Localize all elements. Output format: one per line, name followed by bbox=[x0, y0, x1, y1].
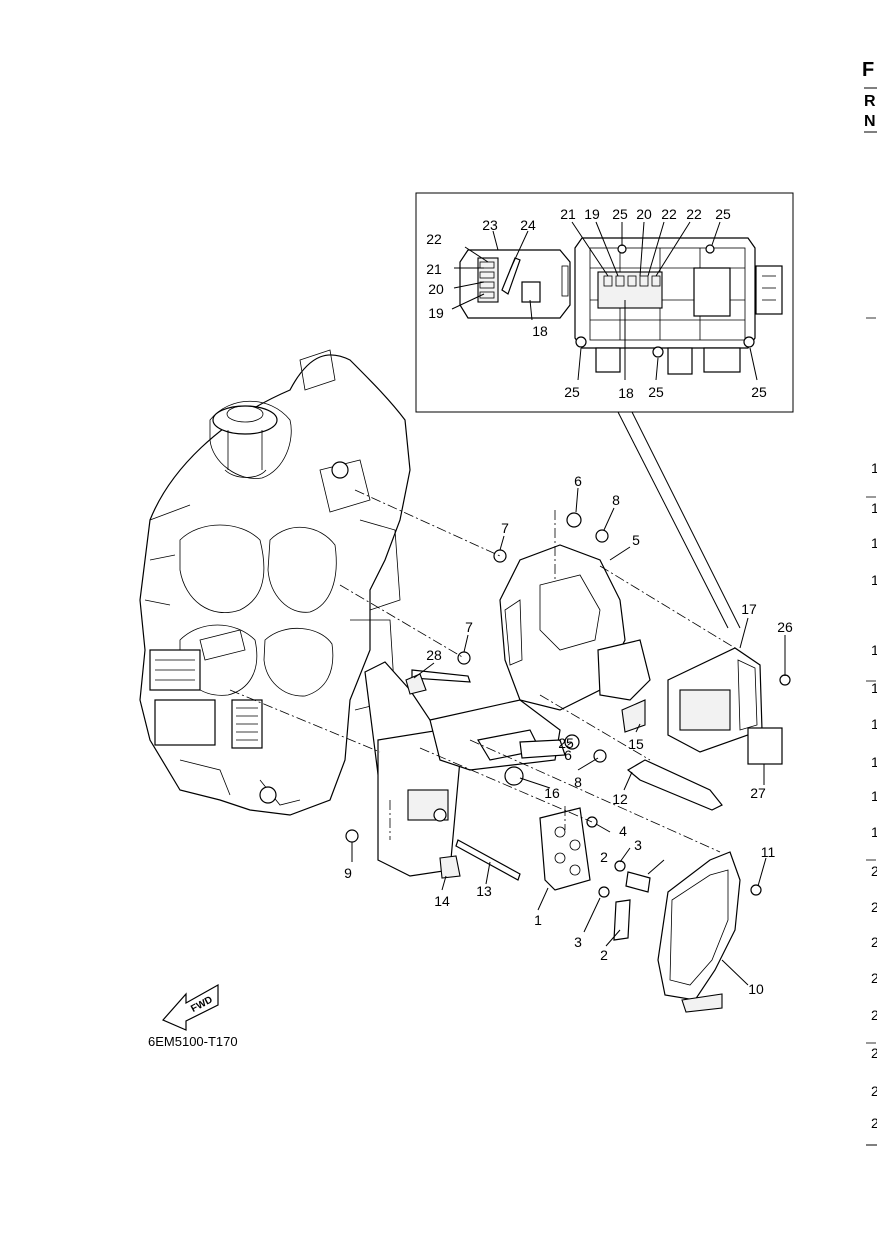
ecu-unit-detail bbox=[574, 237, 783, 375]
main-leader-lines bbox=[351, 487, 786, 986]
margin-number: 1 bbox=[871, 680, 877, 696]
inset-detail-box bbox=[415, 192, 794, 629]
part-callout-2: 2 bbox=[600, 947, 608, 963]
part-callout-25: 25 bbox=[715, 206, 731, 222]
diagram-code: 6EM5100-T170 bbox=[148, 1034, 238, 1049]
part-callout-6: 6 bbox=[574, 473, 582, 489]
alignment-lines bbox=[229, 489, 736, 853]
callout-layer: 1223345667788910111213141516171818191920… bbox=[344, 206, 793, 997]
corner-letter: N bbox=[864, 113, 876, 130]
margin-number: 2 bbox=[871, 1083, 877, 1099]
part-callout-19: 19 bbox=[584, 206, 600, 222]
fwd-arrow-icon: FWD bbox=[162, 983, 219, 1031]
part-callout-13: 13 bbox=[476, 883, 492, 899]
part-callout-9: 9 bbox=[344, 865, 352, 881]
small-parts bbox=[345, 512, 791, 941]
margin-number: 1 bbox=[871, 500, 877, 516]
part-callout-18: 18 bbox=[618, 385, 634, 401]
part-callout-27: 27 bbox=[750, 785, 766, 801]
part-callout-8: 8 bbox=[574, 774, 582, 790]
part-callout-15: 15 bbox=[628, 736, 644, 752]
part-callout-11: 11 bbox=[761, 844, 776, 860]
margin-number: 2 bbox=[871, 899, 877, 915]
part-10-cover bbox=[657, 851, 741, 1013]
part-1-block bbox=[539, 807, 591, 891]
margin-number: 2 bbox=[871, 863, 877, 879]
margin-number: 1 bbox=[871, 642, 877, 658]
part-callout-12: 12 bbox=[612, 791, 628, 807]
part-callout-17: 17 bbox=[741, 601, 757, 617]
margin-number: 1 bbox=[871, 460, 877, 476]
part-callout-21: 21 bbox=[560, 206, 576, 222]
corner-letter: R bbox=[864, 93, 876, 110]
margin-number: 1 bbox=[871, 572, 877, 588]
right-margin-numbers: 1 1 1 1 1 1 1 1 1 1 2 2 2 2 2 2 2 2 bbox=[871, 460, 877, 1131]
part-callout-14: 14 bbox=[434, 893, 450, 909]
part-callout-25: 25 bbox=[612, 206, 628, 222]
part-callout-7: 7 bbox=[465, 619, 473, 635]
part-callout-5: 5 bbox=[632, 532, 640, 548]
engine-block-illustration bbox=[139, 349, 411, 816]
right-margin-rules bbox=[866, 317, 877, 1146]
inset-leader-lines bbox=[451, 221, 758, 381]
part-callout-8: 8 bbox=[612, 492, 620, 508]
part-callout-7: 7 bbox=[501, 520, 509, 536]
margin-number: 1 bbox=[871, 824, 877, 840]
part-callout-1: 1 bbox=[534, 912, 542, 928]
part-callout-4: 4 bbox=[619, 823, 627, 839]
part-callout-3: 3 bbox=[574, 934, 582, 950]
part-callout-22: 22 bbox=[426, 231, 442, 247]
part-callout-26: 26 bbox=[777, 619, 793, 635]
part-callout-3: 3 bbox=[634, 837, 642, 853]
margin-number: 1 bbox=[871, 716, 877, 732]
margin-number: 1 bbox=[871, 788, 877, 804]
main-bracket-assembly bbox=[364, 661, 566, 877]
margin-number: 2 bbox=[871, 1007, 877, 1023]
part-callout-20: 20 bbox=[428, 281, 444, 297]
part-callout-22: 22 bbox=[686, 206, 702, 222]
part-callout-22: 22 bbox=[661, 206, 677, 222]
part-callout-6: 6 bbox=[564, 747, 572, 763]
bracket-part-5 bbox=[499, 544, 651, 733]
corner-letter: F bbox=[862, 59, 874, 81]
page-corner-letters: F R N bbox=[862, 59, 877, 133]
margin-number: 2 bbox=[871, 1115, 877, 1131]
part-callout-2: 2 bbox=[600, 849, 608, 865]
part-callout-20: 20 bbox=[636, 206, 652, 222]
part-callout-25: 25 bbox=[564, 384, 580, 400]
part-27-label-plate bbox=[747, 727, 783, 765]
margin-number: 1 bbox=[871, 754, 877, 770]
margin-number: 2 bbox=[871, 1045, 877, 1061]
part-callout-25: 25 bbox=[648, 384, 664, 400]
part-callout-28: 28 bbox=[426, 647, 442, 663]
part-callout-10: 10 bbox=[748, 981, 764, 997]
part-callout-16: 16 bbox=[544, 785, 560, 801]
margin-number: 1 bbox=[871, 535, 877, 551]
margin-number: 2 bbox=[871, 934, 877, 950]
part-callout-24: 24 bbox=[520, 217, 536, 233]
part-callout-18: 18 bbox=[532, 323, 548, 339]
margin-number: 2 bbox=[871, 970, 877, 986]
part-callout-25: 25 bbox=[558, 735, 574, 751]
part-callout-25: 25 bbox=[751, 384, 767, 400]
part-callout-19: 19 bbox=[428, 305, 444, 321]
part-callout-23: 23 bbox=[482, 217, 498, 233]
part-callout-21: 21 bbox=[426, 261, 442, 277]
connector-housing-detail bbox=[459, 249, 571, 319]
